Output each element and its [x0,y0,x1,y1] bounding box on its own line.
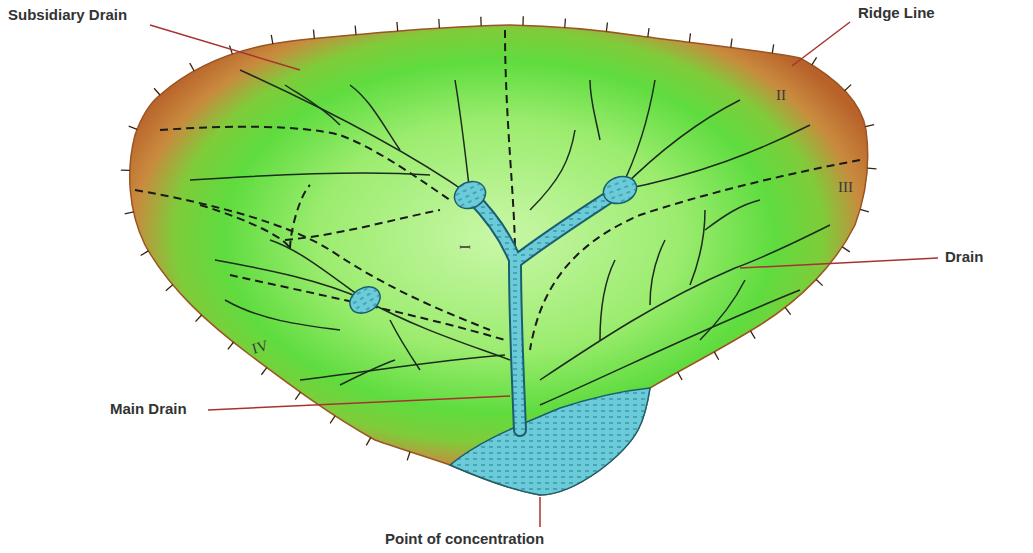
ridge-tick [522,16,524,25]
ridge-tick [564,19,566,28]
ridge-tick [154,88,160,95]
main-drain [470,190,620,430]
ridge-tick [141,251,149,256]
pond [345,172,640,318]
ridge-tick [812,57,817,65]
ridge-tick [842,247,849,252]
ridge-tick [261,368,266,375]
ridge-tick [689,33,690,42]
ridge-tick [648,28,649,37]
ridge-tick [166,285,173,291]
zone-number: I [456,245,474,250]
leader-line [150,22,938,527]
sub-catchment-divides [135,30,860,350]
part-label: Ridge Line [858,4,935,22]
ridge-tick [366,438,370,446]
ridge-tick [190,63,194,71]
part-label: Drain [945,248,983,266]
ridge-tick [860,209,869,212]
ridge-tick [606,23,607,32]
ridge-tick [295,392,300,399]
ridge-tick [195,315,201,322]
ridge-tick [330,416,335,424]
ridge-tick [355,26,357,35]
ridge-tick [396,22,398,31]
ridge-ticks [121,16,877,460]
ridge-tick [867,168,876,170]
ridge-tick [480,17,482,26]
part-label: Point of concentration [385,530,544,548]
ridge-tick [865,125,874,127]
zone-number: IV [250,336,270,357]
ridge-tick [125,212,134,214]
ridge-tick [750,331,755,339]
ridge-tick [228,342,234,349]
ridge-tick [772,44,773,53]
part-label: Main Drain [110,400,187,418]
zone-number: II [776,86,786,104]
ridge-tick [313,30,315,39]
ridge-tick [816,279,823,285]
point-of-concentration-pool [450,388,650,495]
ridge-tick [129,126,137,129]
ridge-tick [121,169,130,171]
ridge-tick [438,19,440,28]
part-label: Subsidiary Drain [8,6,127,24]
ridge-tick [407,452,410,461]
ridge-tick [845,85,852,91]
ridge-tick [271,35,273,44]
ridge-tick [731,39,732,48]
zone-number: III [838,178,853,196]
catchment-boundary [130,25,868,495]
ridge-tick [785,307,791,314]
ridge-tick [678,372,682,380]
ridge-tick [714,352,718,360]
